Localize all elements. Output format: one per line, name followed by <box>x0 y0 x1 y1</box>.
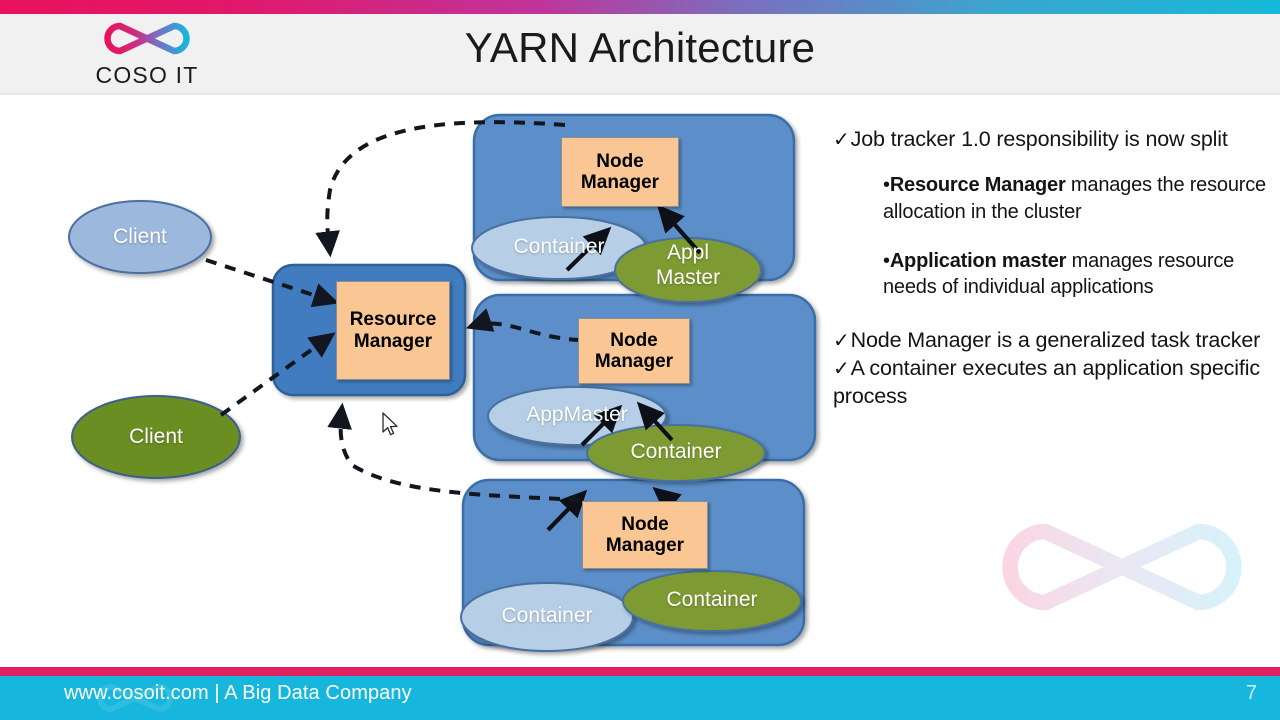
bullet-text-2: manages the resource allocation in the c… <box>883 173 1266 223</box>
node-manager-3-line2: Manager <box>605 535 685 556</box>
node3-container-green-ellipse <box>622 570 802 632</box>
logo-wordmark: COSO IT <box>95 62 199 88</box>
page-title: YARN Architecture <box>464 24 816 71</box>
node-manager-3-line1: Node <box>621 513 669 535</box>
bullet-spacer <box>833 301 1273 327</box>
arrow-node2-to-rm <box>465 308 581 342</box>
node-manager-2-line2: Manager <box>594 351 674 372</box>
footer-bar <box>0 676 1280 720</box>
node-manager-1-line1: Node <box>596 150 644 172</box>
arrow-client-blue-to-rm <box>205 258 340 308</box>
bullet-text-panel: ✓Job tracker 1.0 responsibility is now s… <box>833 126 1273 411</box>
dot-icon-2: • <box>883 173 890 196</box>
check-icon-1: ✓ <box>833 129 850 151</box>
bullet-text-1: Job tracker 1.0 responsibility is now sp… <box>850 127 1228 151</box>
bullet-text-3: manages resource needs of individual app… <box>883 249 1235 299</box>
footer-text[interactable]: www.cosoit.com | A Big Data Company <box>64 682 412 704</box>
bullet-item-1: ✓Job tracker 1.0 responsibility is now s… <box>833 126 1273 154</box>
header-band <box>0 14 1280 95</box>
infinity-logo-icon <box>104 22 190 55</box>
bullet-text-4: Node Manager is a generalized task track… <box>850 328 1261 353</box>
bullet-item-5: ✓A container executes an application spe… <box>833 355 1273 411</box>
top-accent-bar <box>0 0 1280 14</box>
brand-logo: COSO IT <box>62 16 232 94</box>
bullet-bold-3: Application master <box>889 249 1067 272</box>
bullet-item-4: ✓Node Manager is a generalized task trac… <box>833 327 1273 355</box>
dot-icon-3: • <box>883 249 890 272</box>
check-icon-5: ✓ <box>833 358 850 381</box>
bullet-text-5: A container executes an application spec… <box>833 356 1260 408</box>
node-manager-box-2[interactable]: Node Manager <box>578 318 690 384</box>
node-manager-1-line2: Manager <box>580 172 660 193</box>
client-ellipse-blue <box>68 200 212 274</box>
bullet-item-3: •Application master manages resource nee… <box>883 248 1273 302</box>
node3-container-blue-ellipse <box>460 582 634 652</box>
page-number: 7 <box>1245 682 1257 704</box>
bullet-bold-2: Resource Manager <box>889 173 1066 196</box>
yarn-architecture-diagram: Resource Manager Node Manager Node Manag… <box>0 95 830 660</box>
resource-manager-line2: Manager <box>353 330 433 352</box>
resource-manager-box[interactable]: Resource Manager <box>336 281 450 380</box>
node2-container-ellipse <box>586 424 766 482</box>
arrow-node1-to-rm <box>315 120 566 258</box>
mouse-cursor-icon <box>382 412 398 436</box>
resource-manager-line1: Resource <box>349 308 437 330</box>
dashed-connectors <box>205 120 581 502</box>
infinity-watermark-icon <box>1002 523 1242 611</box>
node-manager-box-3[interactable]: Node Manager <box>582 501 708 569</box>
node-manager-2-line1: Node <box>610 329 658 351</box>
client-ellipse-green <box>71 395 241 479</box>
arrow-node3-to-rm <box>327 402 581 502</box>
bullet-item-2: •Resource Manager manages the resource a… <box>883 172 1273 226</box>
check-icon-4: ✓ <box>833 330 850 353</box>
node-manager-box-1[interactable]: Node Manager <box>561 137 679 207</box>
node1-appmaster-ellipse <box>614 237 762 303</box>
arrow-client-green-to-rm <box>219 332 336 417</box>
footer-accent-line <box>0 667 1280 676</box>
